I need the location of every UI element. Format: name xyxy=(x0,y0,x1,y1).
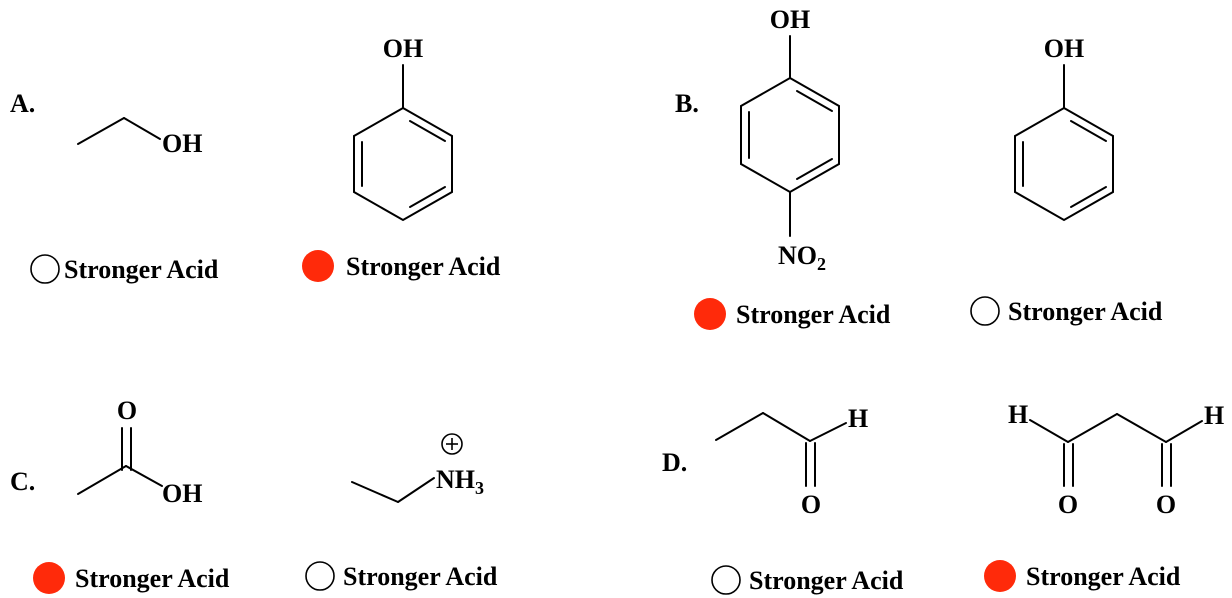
option-label[interactable]: Stronger Acid xyxy=(346,252,501,281)
option-d-2[interactable]: Stronger Acid xyxy=(984,560,1181,592)
atom-o: O xyxy=(801,490,821,519)
option-label[interactable]: Stronger Acid xyxy=(1008,297,1163,326)
atom-nh3: NH3 xyxy=(436,465,484,498)
bond xyxy=(1116,413,1167,443)
radio-empty-icon[interactable] xyxy=(30,254,60,284)
bond xyxy=(351,481,399,503)
option-label[interactable]: Stronger Acid xyxy=(343,562,498,591)
radio-empty-icon[interactable] xyxy=(970,296,1000,326)
benzene-ring xyxy=(353,106,453,222)
double-bond xyxy=(1070,120,1107,142)
option-label[interactable]: Stronger Acid xyxy=(75,564,230,593)
nitrophenol-molecule: OH NO2 xyxy=(740,5,840,274)
radio-filled-icon[interactable] xyxy=(302,250,334,282)
option-b-1[interactable]: Stronger Acid xyxy=(694,298,891,330)
radio-empty-icon[interactable] xyxy=(305,561,335,591)
option-label[interactable]: Stronger Acid xyxy=(749,566,904,595)
option-label[interactable]: Stronger Acid xyxy=(736,300,891,329)
option-a-1[interactable]: Stronger Acid xyxy=(30,254,219,284)
bond xyxy=(715,412,764,441)
atom-no2: NO2 xyxy=(778,241,826,274)
option-c-1[interactable]: Stronger Acid xyxy=(33,562,230,594)
radio-filled-icon[interactable] xyxy=(694,298,726,330)
option-c-2[interactable]: Stronger Acid xyxy=(305,561,498,591)
question-b: B. OH NO2 OH Stronger Acid Stronger Acid xyxy=(675,5,1163,330)
option-b-2[interactable]: Stronger Acid xyxy=(970,296,1163,326)
bond xyxy=(809,422,847,442)
propanal-molecule: H O xyxy=(715,404,868,519)
bond xyxy=(397,477,435,503)
option-d-1[interactable]: Stronger Acid xyxy=(711,565,904,595)
radio-filled-icon[interactable] xyxy=(33,562,65,594)
ethylammonium-molecule: NH3 xyxy=(351,433,484,503)
bond xyxy=(125,465,163,487)
ethanol-molecule: OH xyxy=(77,117,202,158)
benzene-ring xyxy=(1014,106,1114,222)
phenol-molecule: OH xyxy=(353,34,453,222)
malondialdehyde-molecule: H H O O xyxy=(1008,400,1224,519)
double-bond xyxy=(1070,186,1107,208)
bond xyxy=(1029,419,1069,443)
atom-h: H xyxy=(848,404,868,433)
bond xyxy=(77,465,127,495)
positive-charge-icon xyxy=(441,433,463,455)
atom-oh: OH xyxy=(770,5,810,34)
atom-oh: OH xyxy=(162,479,202,508)
double-bond xyxy=(796,158,833,180)
benzene-ring xyxy=(740,76,840,194)
question-c-label: C. xyxy=(10,467,35,496)
atom-h: H xyxy=(1008,400,1028,429)
atom-oh: OH xyxy=(383,34,423,63)
question-a: A. OH OH Stronger Acid Stronger Acid xyxy=(10,34,501,284)
double-bond xyxy=(796,90,833,112)
radio-filled-icon[interactable] xyxy=(984,560,1016,592)
atom-oh: OH xyxy=(1044,34,1084,63)
bond xyxy=(1067,413,1118,443)
question-d: D. H O H H O O Stronger Acid xyxy=(662,400,1224,595)
atom-oh: OH xyxy=(162,129,202,158)
option-label[interactable]: Stronger Acid xyxy=(1026,562,1181,591)
atom-o: O xyxy=(1156,490,1176,519)
option-label[interactable]: Stronger Acid xyxy=(64,255,219,284)
atom-o: O xyxy=(1058,490,1078,519)
bond xyxy=(1165,420,1203,443)
double-bond xyxy=(409,186,446,208)
double-bond xyxy=(409,120,446,142)
acetic-acid-molecule: O OH xyxy=(77,396,202,508)
radio-empty-icon[interactable] xyxy=(711,565,741,595)
option-a-2[interactable]: Stronger Acid xyxy=(302,250,501,282)
question-c: C. O OH NH3 Stronger Acid Stronger xyxy=(10,396,498,594)
atom-h: H xyxy=(1204,401,1224,430)
question-a-label: A. xyxy=(10,89,35,118)
question-b-label: B. xyxy=(675,89,699,118)
bond xyxy=(762,412,811,442)
atom-o: O xyxy=(117,396,137,425)
phenol-molecule: OH xyxy=(1014,34,1114,222)
bond xyxy=(123,117,161,140)
question-d-label: D. xyxy=(662,448,687,477)
bond xyxy=(77,117,125,145)
